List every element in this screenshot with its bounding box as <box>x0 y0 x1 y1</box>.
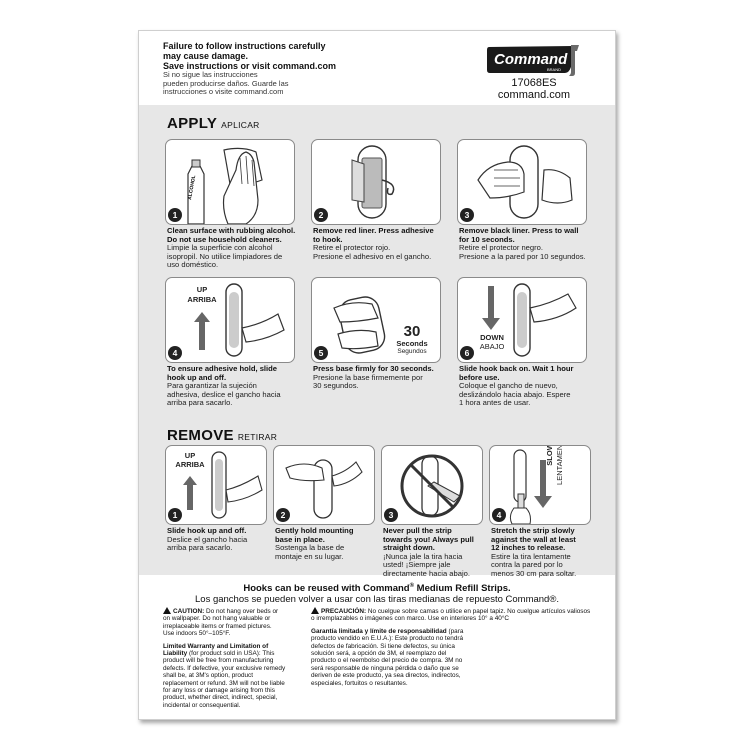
down-label: DOWN <box>480 333 504 342</box>
press-hook-to-wall-icon <box>477 145 573 219</box>
apply-step-1-illustration: ALCOHOL 1 <box>165 139 295 225</box>
step-number-badge: 1 <box>168 208 182 222</box>
segundos-label: Segundos <box>397 348 427 355</box>
slide-hook-down-icon <box>482 283 577 357</box>
brand-name: Command <box>494 51 568 68</box>
remove-step-4-illustration: SLOWLY LENTAMENTE 4 <box>489 445 591 525</box>
remove-step-3-illustration: 3 <box>381 445 483 525</box>
apply-step-6-caption: Slide hook back on. Wait 1 hour before u… <box>459 364 574 408</box>
apply-step-3-illustration: 3 <box>457 139 587 225</box>
bottle-label: ALCOHOL <box>187 175 197 200</box>
warning-triangle-icon <box>163 607 171 614</box>
footer: Hooks can be reused with Command® Medium… <box>139 575 615 719</box>
product-code: 17068ES <box>511 77 557 89</box>
apply-step-6-illustration: DOWN ABAJO 6 <box>457 277 587 363</box>
reuse-note: Hooks can be reused with Command® Medium… <box>139 581 615 605</box>
step-number-badge: 2 <box>314 208 328 222</box>
remove-step-1-caption: Slide hook up and off. Deslice el gancho… <box>167 526 248 553</box>
seconds-number: 30 <box>403 323 421 340</box>
warning-triangle-icon <box>311 607 319 614</box>
apply-step-2-caption: Remove red liner. Press adhesive to hook… <box>313 226 434 261</box>
apply-step-5-caption: Press base firmly for 30 seconds. Presio… <box>313 364 434 391</box>
remove-step-4-caption: Stretch the strip slowly against the wal… <box>491 526 577 578</box>
warning-en-3: Save instructions or visit command.com <box>163 61 337 71</box>
reuse-en: Hooks can be reused with Command® Medium… <box>243 583 511 595</box>
remove-step-2-caption: Gently hold mounting base in place. Sost… <box>275 526 354 561</box>
warning-es-2: pueden producirse daños. Guarde las <box>163 78 289 88</box>
apply-step-2-illustration: 2 <box>311 139 441 225</box>
product-code-block: 17068ES command.com <box>489 77 579 101</box>
apply-step-3-caption: Remove black liner. Press to wall for 10… <box>459 226 586 261</box>
precaucion-column: PRECAUCIÓN: No cuelgue sobre camas o uti… <box>311 607 601 687</box>
warning-en-1: Failure to follow instructions carefully <box>163 41 326 51</box>
step-number-badge: 3 <box>460 208 474 222</box>
warning-es-1: Si no sigue las instrucciones <box>163 70 258 79</box>
apply-step-1-caption: Clean surface with rubbing alcohol. Do n… <box>167 226 296 270</box>
up-label: UP <box>184 451 196 460</box>
step-number-badge: 5 <box>314 346 328 360</box>
slowly-label: SLOWLY <box>545 445 554 466</box>
warning-text: Failure to follow instructions carefully… <box>163 41 413 97</box>
slide-hook-up-icon <box>183 451 263 519</box>
seconds-label: Seconds <box>396 339 428 348</box>
remove-subtitle: RETIRAR <box>237 432 278 442</box>
lentamente-label: LENTAMENTE <box>555 445 564 485</box>
warning-en-2: may cause damage. <box>163 51 249 61</box>
up-label: UP <box>196 285 208 294</box>
header: Failure to follow instructions carefully… <box>139 31 615 105</box>
arriba-label: ARRIBA <box>187 295 217 304</box>
garantia-title: Garantía limitada y límite de responsabi… <box>311 627 447 635</box>
arriba-label: ARRIBA <box>175 460 205 469</box>
abajo-label: ABAJO <box>479 342 505 351</box>
caution-block: CAUTION: Do not hang over beds or <box>163 607 339 615</box>
remove-title: REMOVE <box>167 427 234 444</box>
press-base-firmly-icon <box>333 296 386 354</box>
step-number-badge: 2 <box>276 508 290 522</box>
step-number-badge: 1 <box>168 508 182 522</box>
apply-subtitle: APLICAR <box>221 120 260 130</box>
apply-step-5-illustration: 30 Seconds Segundos 5 <box>311 277 441 363</box>
command-logo: Command BRAND <box>487 45 579 76</box>
remove-step-2-illustration: 2 <box>273 445 375 525</box>
step-number-badge: 3 <box>384 508 398 522</box>
reuse-es: Los ganchos se pueden volver a usar con … <box>195 594 559 606</box>
apply-step-4-caption: To ensure adhesive hold, slide hook up a… <box>167 364 281 408</box>
step-number-badge: 4 <box>168 346 182 360</box>
instruction-sheet: Failure to follow instructions carefully… <box>138 30 616 720</box>
website-link[interactable]: command.com <box>497 89 571 101</box>
step-number-badge: 6 <box>460 346 474 360</box>
alcohol-bottle-and-wipe-icon: ALCOHOL <box>187 147 263 224</box>
precaucion-block: PRECAUCIÓN: No cuelgue sobre camas o uti… <box>311 607 601 615</box>
brand-sub: BRAND <box>547 67 561 72</box>
remove-step-1-illustration: UP ARRIBA 1 <box>165 445 267 525</box>
remove-step-3-caption: Never pull the strip towards you! Always… <box>383 526 474 578</box>
apply-step-4-illustration: UP ARRIBA 4 <box>165 277 295 363</box>
step-number-badge: 4 <box>492 508 506 522</box>
slide-hook-up-icon <box>194 283 285 357</box>
caution-column: CAUTION: Do not hang over beds or on wal… <box>163 607 339 709</box>
warning-es-3: instrucciones o visite command.com <box>163 87 284 96</box>
hold-base-icon <box>285 459 363 519</box>
hook-with-adhesive-icon <box>351 145 395 219</box>
apply-title: APPLY <box>167 115 218 132</box>
warranty-title: Limited Warranty and Limitation of <box>163 642 269 650</box>
do-not-pull-towards-icon <box>400 454 464 518</box>
stretch-strip-slowly-icon <box>509 449 552 524</box>
